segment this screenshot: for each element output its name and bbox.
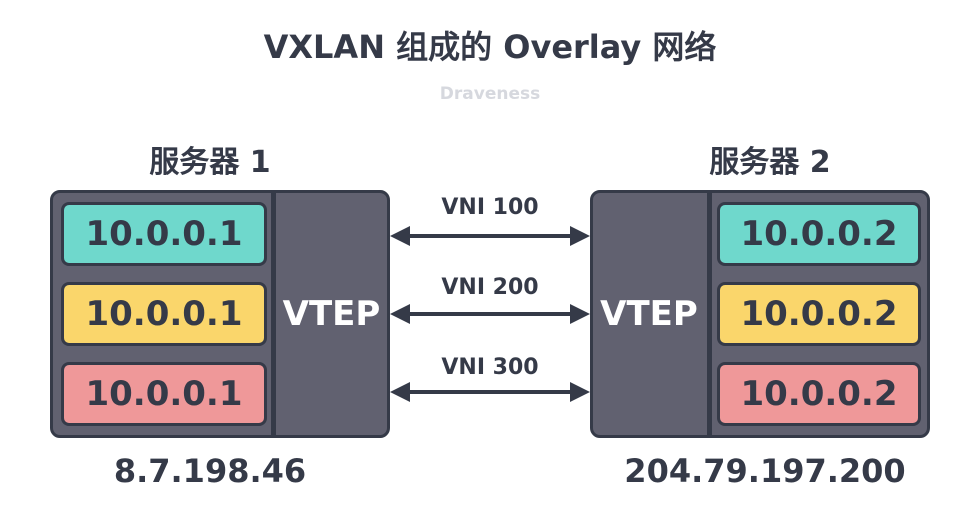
server-1-divider (271, 193, 276, 435)
server-1-network-3: 10.0.0.1 (61, 362, 267, 426)
vni-200-arrow (390, 304, 590, 324)
vni-100-label: VNI 100 (441, 195, 539, 220)
server-2-box: VTEP 10.0.0.2 10.0.0.2 10.0.0.2 (590, 190, 930, 438)
server-2-divider (707, 193, 712, 435)
server-1-vtep: VTEP (282, 294, 381, 334)
vni-200-label: VNI 200 (441, 275, 539, 300)
server-2-network-3: 10.0.0.2 (717, 362, 921, 426)
server-1-network-1: 10.0.0.1 (61, 202, 267, 266)
vni-300-label: VNI 300 (441, 355, 539, 380)
server-2-label: 服务器 2 (709, 145, 831, 180)
author-credit: Draveness (439, 84, 541, 104)
server-1-box: 10.0.0.1 10.0.0.1 10.0.0.1 VTEP (50, 190, 390, 438)
server-1-label: 服务器 1 (149, 145, 271, 180)
server-2-network-1: 10.0.0.2 (717, 202, 921, 266)
diagram-title: VXLAN 组成的 Overlay 网络 (263, 28, 717, 66)
vni-300-arrow (390, 382, 590, 402)
server-1-network-2: 10.0.0.1 (61, 282, 267, 346)
server-2-ip: 204.79.197.200 (624, 452, 906, 490)
server-2-network-2: 10.0.0.2 (717, 282, 921, 346)
server-1-ip: 8.7.198.46 (113, 452, 307, 490)
server-2-vtep: VTEP (600, 294, 698, 334)
vni-100-arrow (390, 226, 590, 246)
